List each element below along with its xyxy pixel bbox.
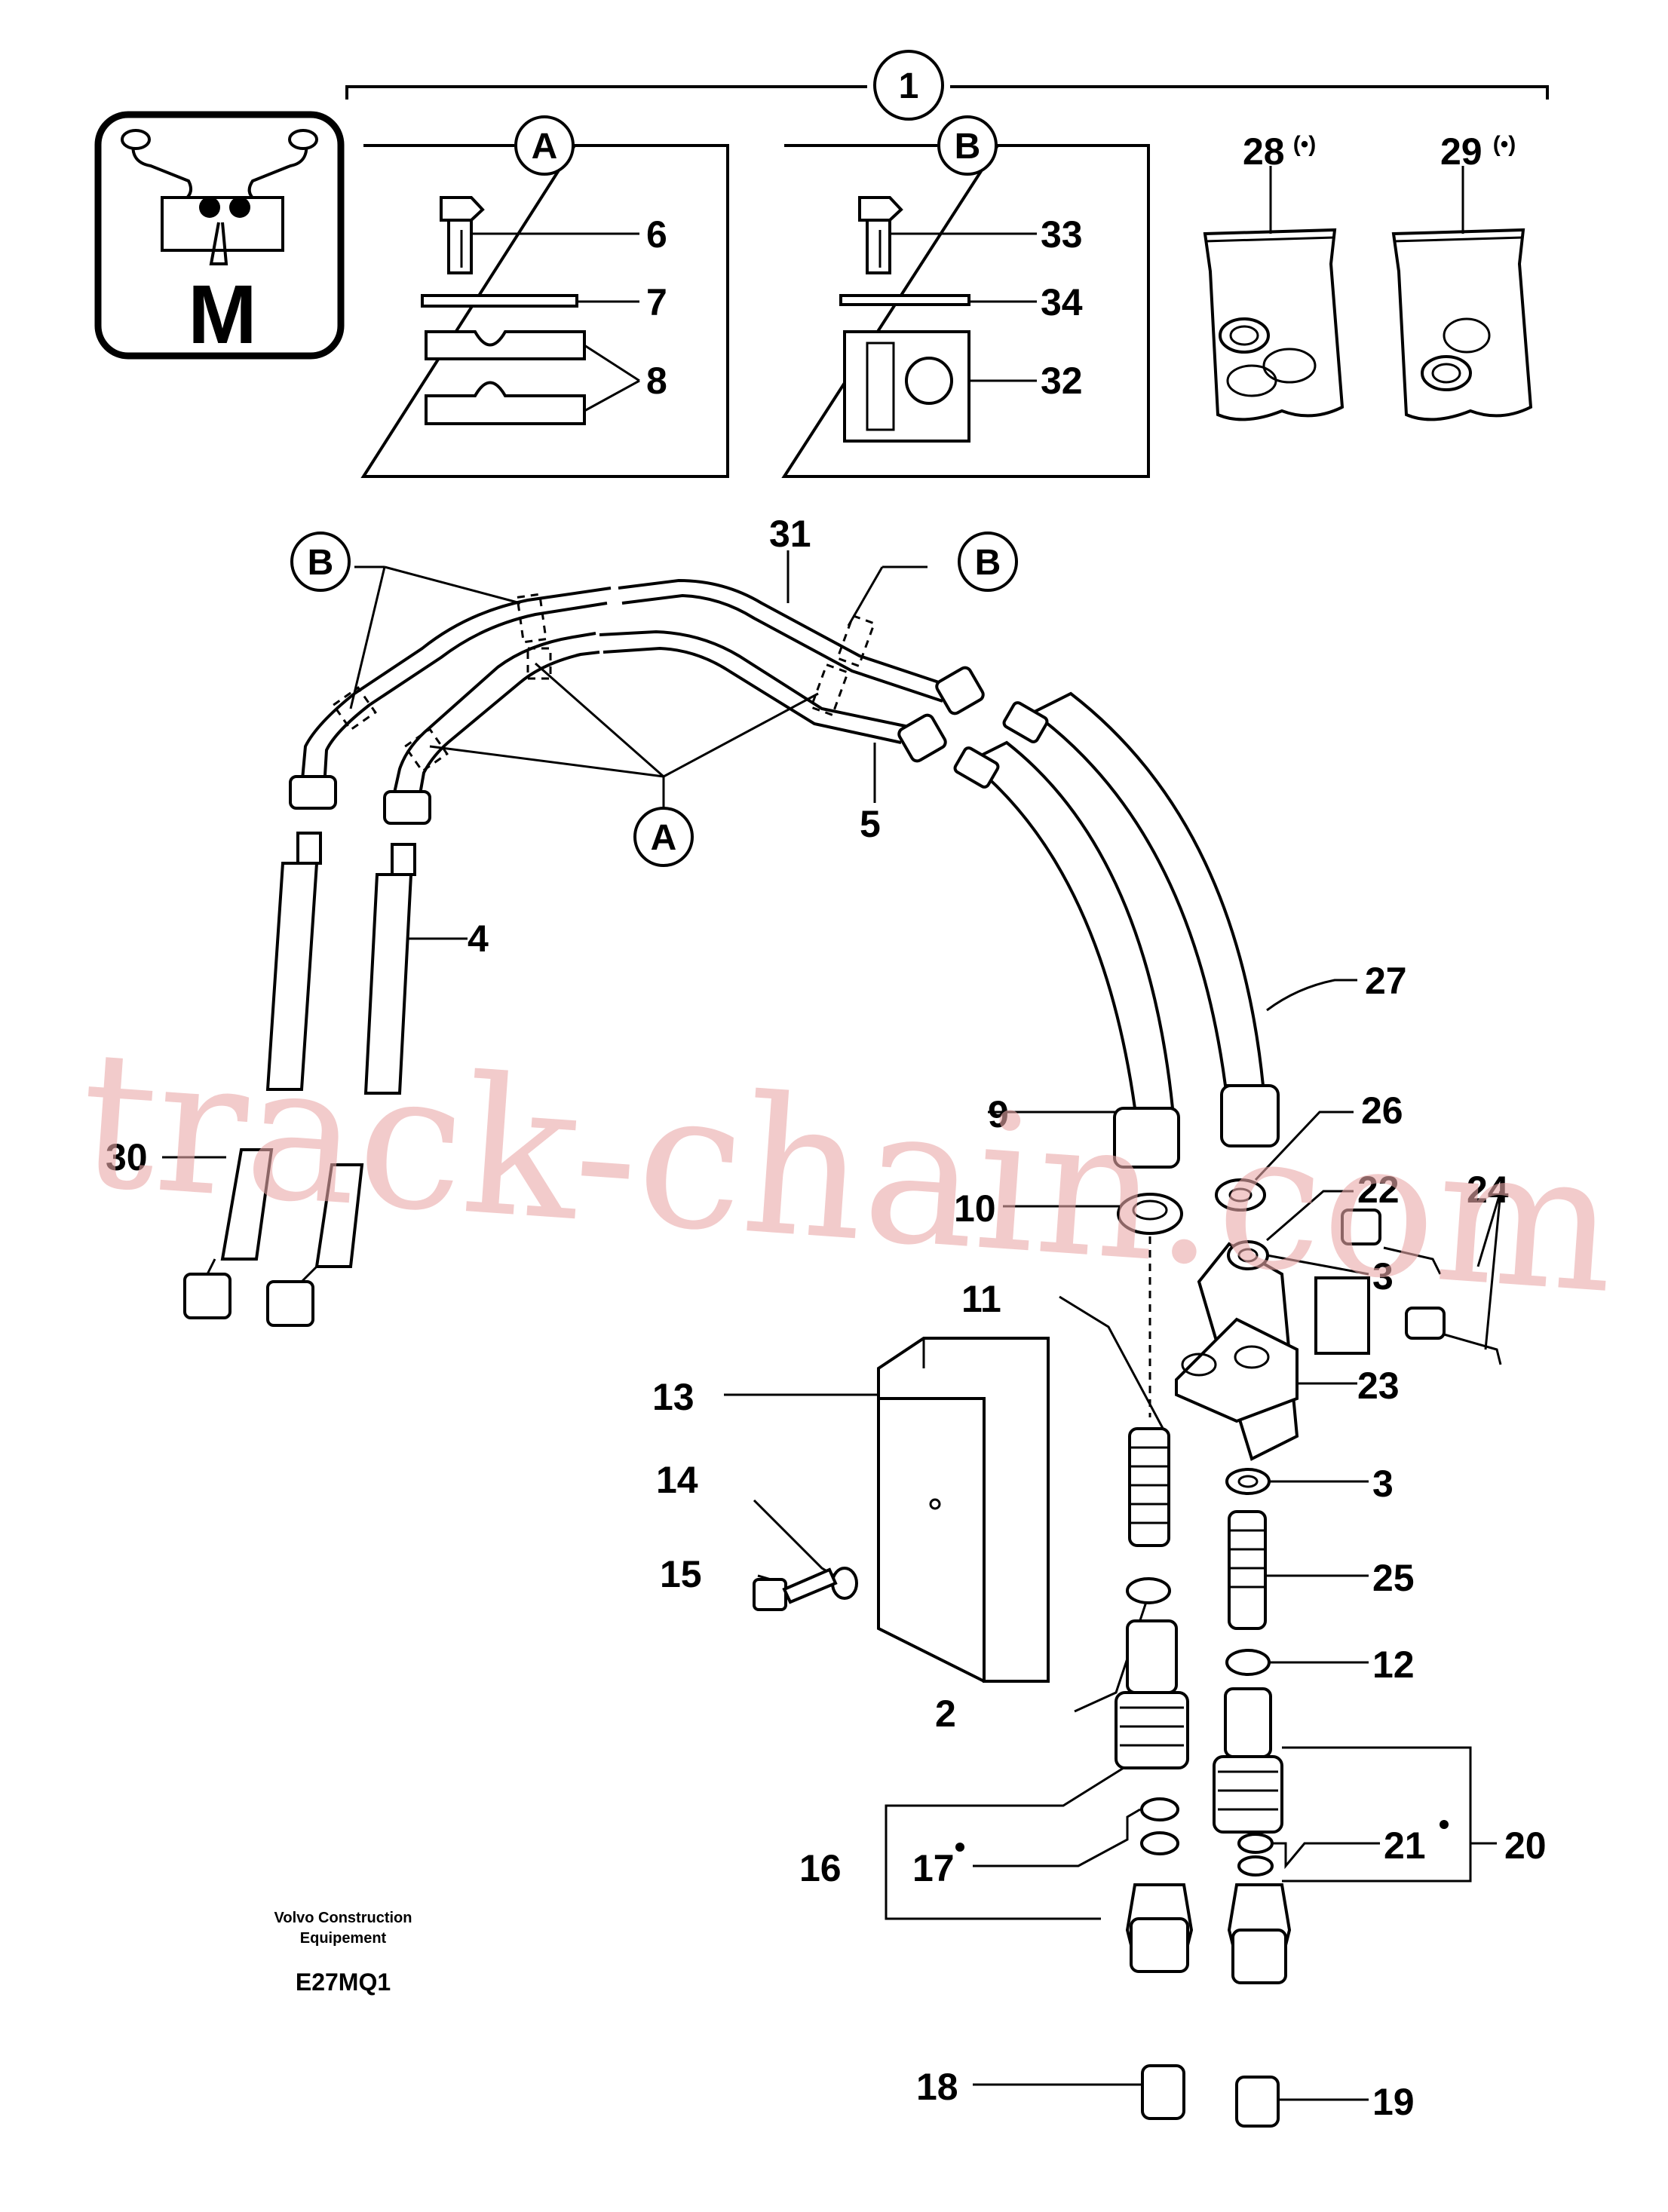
callout-27: 27 (1365, 960, 1407, 1002)
callout-21-dot (1440, 1820, 1449, 1829)
callout-19: 19 (1372, 2081, 1415, 2123)
kit-box-a: A (360, 115, 729, 478)
drawing-code: E27MQ1 (296, 1968, 391, 1996)
callout-5: 5 (860, 803, 881, 845)
callout-21: 21 (1384, 1824, 1426, 1867)
callout-6: 6 (646, 213, 667, 256)
callout-24: 24 (1467, 1169, 1509, 1211)
callout-25: 25 (1372, 1557, 1415, 1599)
callout-4: 4 (468, 918, 489, 960)
seal-kit-bag-28: (•) (1203, 132, 1345, 421)
box-a-label: A (532, 127, 558, 167)
svg-text:A: A (651, 818, 677, 858)
steel-pipes (289, 550, 985, 825)
fittings-column-left (885, 1193, 1194, 2120)
callout-8: 8 (646, 360, 667, 402)
callout-3-lower: 3 (1372, 1463, 1394, 1505)
callout-15: 15 (660, 1553, 702, 1595)
callout-18: 18 (916, 2066, 958, 2108)
callout-30: 30 (106, 1136, 148, 1178)
callout-29: 29 (1440, 130, 1482, 173)
callout-33: 33 (1041, 213, 1083, 256)
machine-symbol: M (94, 111, 345, 361)
manifold-block (1175, 1111, 1502, 1495)
svg-text:B: B (975, 543, 1001, 583)
callout-12: 12 (1372, 1644, 1415, 1686)
callout-7: 7 (646, 281, 667, 323)
symbol-letter: M (188, 268, 257, 361)
callout-9: 9 (988, 1093, 1009, 1135)
footer-info: Volvo Construction Equipement E27MQ1 (274, 1910, 412, 1996)
callout-23: 23 (1357, 1365, 1400, 1407)
group-a-callout: A (633, 807, 694, 867)
group-1-label: 1 (899, 66, 919, 106)
callout-17-dot (955, 1843, 964, 1852)
group-1-bracket: 1 (345, 50, 1549, 121)
callout-10: 10 (954, 1187, 996, 1230)
callout-31: 31 (769, 513, 811, 555)
hoses-4-30 (162, 832, 468, 1327)
callout-32: 32 (1041, 360, 1083, 402)
callout-34: 34 (1041, 281, 1083, 323)
callout-17: 17 (912, 1847, 955, 1889)
svg-text:(•): (•) (1493, 132, 1516, 157)
box-b-label: B (955, 127, 981, 167)
callout-13: 13 (652, 1376, 694, 1418)
callout-28: 28 (1243, 130, 1285, 173)
callout-22: 22 (1357, 1169, 1400, 1211)
fittings-column-right (1213, 1510, 1497, 2128)
callout-14: 14 (656, 1459, 698, 1501)
group-b-callout-left: B (290, 532, 351, 592)
callout-20: 20 (1504, 1824, 1547, 1867)
callout-16: 16 (799, 1847, 842, 1889)
callout-3-upper: 3 (1372, 1255, 1394, 1297)
svg-text:(•): (•) (1293, 132, 1316, 157)
footer-line-2: Equipement (300, 1930, 387, 1947)
callout-2: 2 (935, 1693, 956, 1735)
seal-kit-bag-29: (•) (1391, 132, 1533, 421)
braided-hoses-9-27 (953, 691, 1357, 1169)
svg-text:B: B (308, 543, 334, 583)
footer-line-1: Volvo Construction (274, 1910, 412, 1926)
kit-box-b: B (781, 115, 1150, 478)
callout-11: 11 (961, 1278, 1001, 1320)
callout-26: 26 (1361, 1089, 1403, 1132)
group-b-callout-right: B (958, 532, 1018, 592)
callout-numbers: 6 7 8 33 34 32 28 29 31 5 4 30 27 9 26 2… (106, 130, 1547, 2123)
cover-and-bolt (724, 1337, 1050, 1683)
